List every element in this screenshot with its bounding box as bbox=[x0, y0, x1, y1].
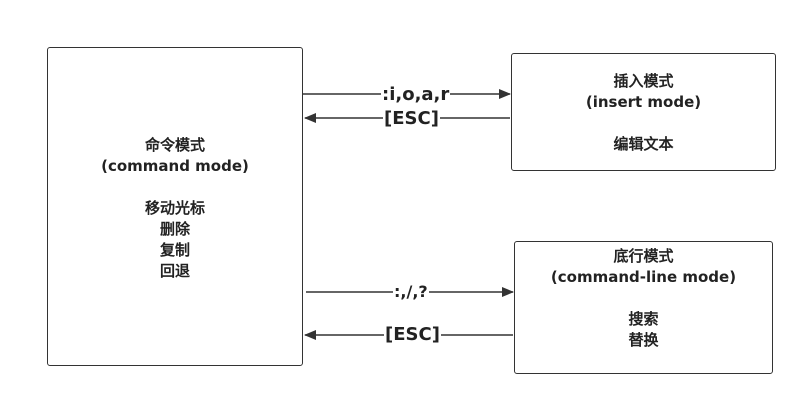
cmdline-mode-subtitle: (command-line mode) bbox=[550, 268, 737, 286]
command-mode-subtitle: (command mode) bbox=[101, 157, 249, 175]
command-mode-title: 命令模式 bbox=[144, 136, 205, 154]
insert-mode-box: 插入模式 (insert mode) 编辑文本 bbox=[511, 53, 776, 171]
cmdline-action-search: 搜索 bbox=[628, 310, 659, 328]
transition-label-to-cmdline: :,/,? bbox=[393, 281, 429, 303]
cmdline-mode-box: 底行模式 (command-line mode) 搜索 替换 bbox=[514, 241, 773, 374]
cmdline-action-replace: 替换 bbox=[628, 331, 659, 349]
spacer bbox=[515, 288, 772, 309]
insert-action-edit-text: 编辑文本 bbox=[613, 135, 674, 153]
transition-label-from-cmdline: [ESC] bbox=[384, 324, 441, 346]
command-action-copy: 复制 bbox=[159, 241, 190, 259]
command-action-move-cursor: 移动光标 bbox=[144, 199, 205, 217]
command-mode-box: 命令模式 (command mode) 移动光标 删除 复制 回退 bbox=[47, 47, 303, 366]
spacer bbox=[48, 177, 302, 198]
spacer bbox=[512, 113, 775, 134]
cmdline-mode-title: 底行模式 bbox=[613, 247, 674, 265]
transition-label-to-insert: :i,o,a,r bbox=[381, 84, 451, 106]
insert-mode-title: 插入模式 bbox=[613, 72, 674, 90]
command-action-delete: 删除 bbox=[159, 220, 190, 238]
command-action-undo: 回退 bbox=[159, 262, 190, 280]
insert-mode-subtitle: (insert mode) bbox=[585, 93, 702, 111]
transition-label-from-insert: [ESC] bbox=[383, 108, 440, 130]
